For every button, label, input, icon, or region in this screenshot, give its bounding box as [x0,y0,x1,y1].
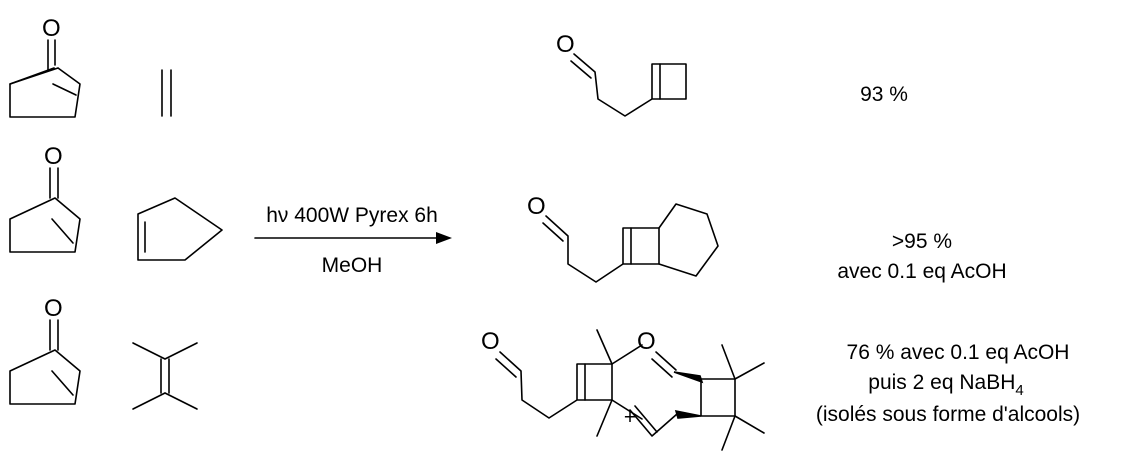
oxygen-label: O [42,15,61,42]
row-1: O O 93 % [9,15,908,118]
oxygen-label: O [481,328,500,355]
tetramethylethylene [132,342,198,410]
oxygen-label: O [44,295,63,322]
yield-row-3-line1: 76 % avec 0.1 eq AcOH [847,341,1070,364]
product-2: O [527,193,719,283]
cyclopentene [137,197,223,261]
reaction-arrow [254,232,452,244]
yield-row-2-line2: avec 0.1 eq AcOH [837,260,1006,283]
conditions-top: hν 400W Pyrex 6h [266,204,438,227]
yield-row-2-line1: >95 % [892,230,952,253]
product-1: O [556,31,687,117]
yield-row-3-line2: puis 2 eq NaBH4 [868,371,1023,399]
oxygen-label: O [527,193,546,220]
cyclopentenone-2: O [9,143,81,253]
ethylene [161,69,172,117]
yield-row-1: 93 % [860,83,908,106]
product-3b: O [629,328,765,451]
plus-sign: + [624,406,636,429]
oxygen-label: O [637,328,656,355]
row-3: O O + O 76 % avec [9,295,1080,451]
yield-row-3-line2-text: puis 2 eq NaBH [868,371,1015,394]
cyclopentenone-3: O [9,295,81,405]
cyclopentenone-1: O [9,15,81,118]
product-3a: O [481,328,643,437]
yield-row-3-subscript: 4 [1015,382,1023,399]
yield-row-3-line3: (isolés sous forme d'alcools) [816,403,1080,426]
conditions-bottom: MeOH [322,254,383,277]
oxygen-label: O [44,143,63,170]
oxygen-label: O [556,31,575,58]
row-2: O hν 400W Pyrex 6h MeOH O >95 % avec 0.1… [9,143,1007,283]
